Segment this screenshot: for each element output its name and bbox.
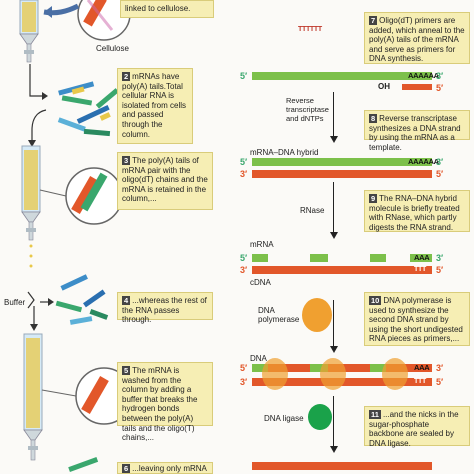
dna-strand-top-green-2 — [310, 364, 328, 372]
step-5-number: 5 — [122, 366, 131, 375]
prime-5-1: 5′ — [240, 71, 248, 81]
arrow-3-head — [330, 346, 338, 353]
arrow-4-shaft — [333, 396, 335, 448]
step-9-text: The RNA–DNA hybrid molecule is briefly t… — [369, 194, 460, 232]
rna-fragment-1 — [252, 254, 268, 262]
step-4-text: ...whereas the rest of the RNA passes th… — [122, 296, 207, 325]
step-11-box: 11...and the nicks in the sugar-phosphat… — [364, 406, 470, 448]
magnifier-2 — [39, 167, 123, 225]
step-3-number: 3 — [122, 156, 131, 165]
prime-3-7: 3′ — [436, 363, 444, 373]
prime-5-2: 5′ — [436, 83, 444, 93]
prime-3-4: 3′ — [240, 169, 248, 179]
poly-t-1: TTT — [414, 266, 426, 273]
prime-5-7: 5′ — [240, 363, 248, 373]
dna-ligase-icon — [308, 404, 332, 430]
dna-strand-top-green-1 — [252, 364, 268, 372]
poly-a-tail-1: AAAAAA — [408, 71, 439, 80]
mrna-dna-hybrid-label: mRNA–DNA hybrid — [250, 148, 319, 157]
step-8-number: 8 — [369, 114, 378, 123]
polymerase-on-dna-1 — [262, 358, 288, 390]
poly-a-tail-2: AAAAAA — [408, 157, 439, 166]
step-11-text: ...and the nicks in the sugar-phosphate … — [369, 410, 459, 448]
step-1-box: linked to cellulose. — [120, 0, 214, 18]
cdna-strand — [252, 266, 432, 274]
primer-bar-1 — [402, 84, 432, 90]
dna-label: DNA — [250, 354, 267, 363]
polymerase-on-dna-3 — [382, 358, 408, 390]
dna-ligase-label: DNA ligase — [264, 414, 304, 423]
released-rna — [55, 274, 109, 325]
prime-5-8: 5′ — [436, 377, 444, 387]
prime-3-6: 3′ — [240, 265, 248, 275]
arrow-1-shaft — [333, 92, 335, 136]
rna-fragment-2 — [310, 254, 328, 262]
mrna-strand-1 — [252, 72, 432, 80]
step-11-number: 11 — [369, 410, 381, 419]
arrow-4-head — [330, 446, 338, 453]
reverse-transcriptase-label: Reverse transcriptase and dNTPs — [286, 96, 329, 123]
poly-a-tail-4: AAA — [414, 363, 430, 372]
prime-5-6: 5′ — [436, 265, 444, 275]
step-7-number: 7 — [369, 16, 378, 25]
prime-5-3: 5′ — [240, 157, 248, 167]
column-2 — [21, 145, 41, 268]
cdna-label: cDNA — [250, 278, 271, 287]
step-2-number: 2 — [122, 72, 131, 81]
final-dna-strand — [252, 462, 432, 470]
poly-a-tail-3: AAA — [414, 253, 430, 262]
prime-3-8: 3′ — [240, 377, 248, 387]
polymerase-on-dna-2 — [320, 358, 346, 390]
prime-5-4: 5′ — [436, 169, 444, 179]
step-7-text: Oligo(dT) primers are added, which annea… — [369, 16, 465, 64]
arrow-3-shaft — [333, 300, 335, 348]
step-4-number: 4 — [122, 296, 131, 305]
prime-3-1: 3′ — [436, 71, 444, 81]
step-3-text: The poly(A) tails of mRNA pair with the … — [122, 156, 208, 204]
step-10-text: DNA polymerase is used to synthesize the… — [369, 296, 463, 344]
step-6-number: 6 — [122, 464, 131, 473]
oligo-dt-primer: TTTTTT — [298, 26, 322, 33]
step-6-text: ...leaving only mRNA — [132, 464, 207, 473]
step-5-text: The mRNA is washed from the column by ad… — [122, 366, 198, 443]
step-2-text: mRNAs have poly(A) tails.Total cellular … — [122, 72, 187, 139]
prime-5-5: 5′ — [240, 253, 248, 263]
column-3 — [23, 333, 43, 461]
oh-label: OH — [378, 82, 390, 91]
rna-fragment-3 — [370, 254, 386, 262]
dna-polymerase-icon — [302, 298, 332, 332]
arrow-2-head — [330, 232, 338, 239]
step-4-box: 4...whereas the rest of the RNA passes t… — [117, 292, 213, 324]
arrow-1-head — [330, 136, 338, 143]
step-9-number: 9 — [369, 194, 378, 203]
mrna-label: mRNA — [250, 240, 274, 249]
prime-3-3: 3′ — [436, 157, 444, 167]
step-8-text: Reverse transcriptase synthesizes a DNA … — [369, 114, 461, 152]
rnase-label: RNase — [300, 206, 325, 215]
dna-polymerase-label: DNA polymerase — [258, 306, 300, 324]
poly-t-2: TTT — [414, 378, 426, 385]
arrow-2-shaft — [333, 182, 335, 232]
step-1-text: linked to cellulose. — [125, 4, 191, 13]
buffer-label: Buffer — [4, 298, 26, 307]
prime-3-5: 3′ — [436, 253, 444, 263]
hybrid-cdna-strand — [252, 170, 432, 178]
rna-fragment-4 — [410, 254, 432, 262]
step-10-number: 10 — [369, 296, 382, 305]
dna-strand-top-green-3 — [370, 364, 386, 372]
magnifier-1 — [43, 0, 131, 41]
step-6-box: 6...leaving only mRNA — [117, 462, 213, 474]
cellulose-label: Cellulose — [96, 44, 129, 53]
left-figure — [19, 0, 133, 472]
column-1 — [19, 0, 39, 63]
rna-strands — [57, 81, 119, 137]
hybrid-mrna-strand — [252, 158, 432, 166]
